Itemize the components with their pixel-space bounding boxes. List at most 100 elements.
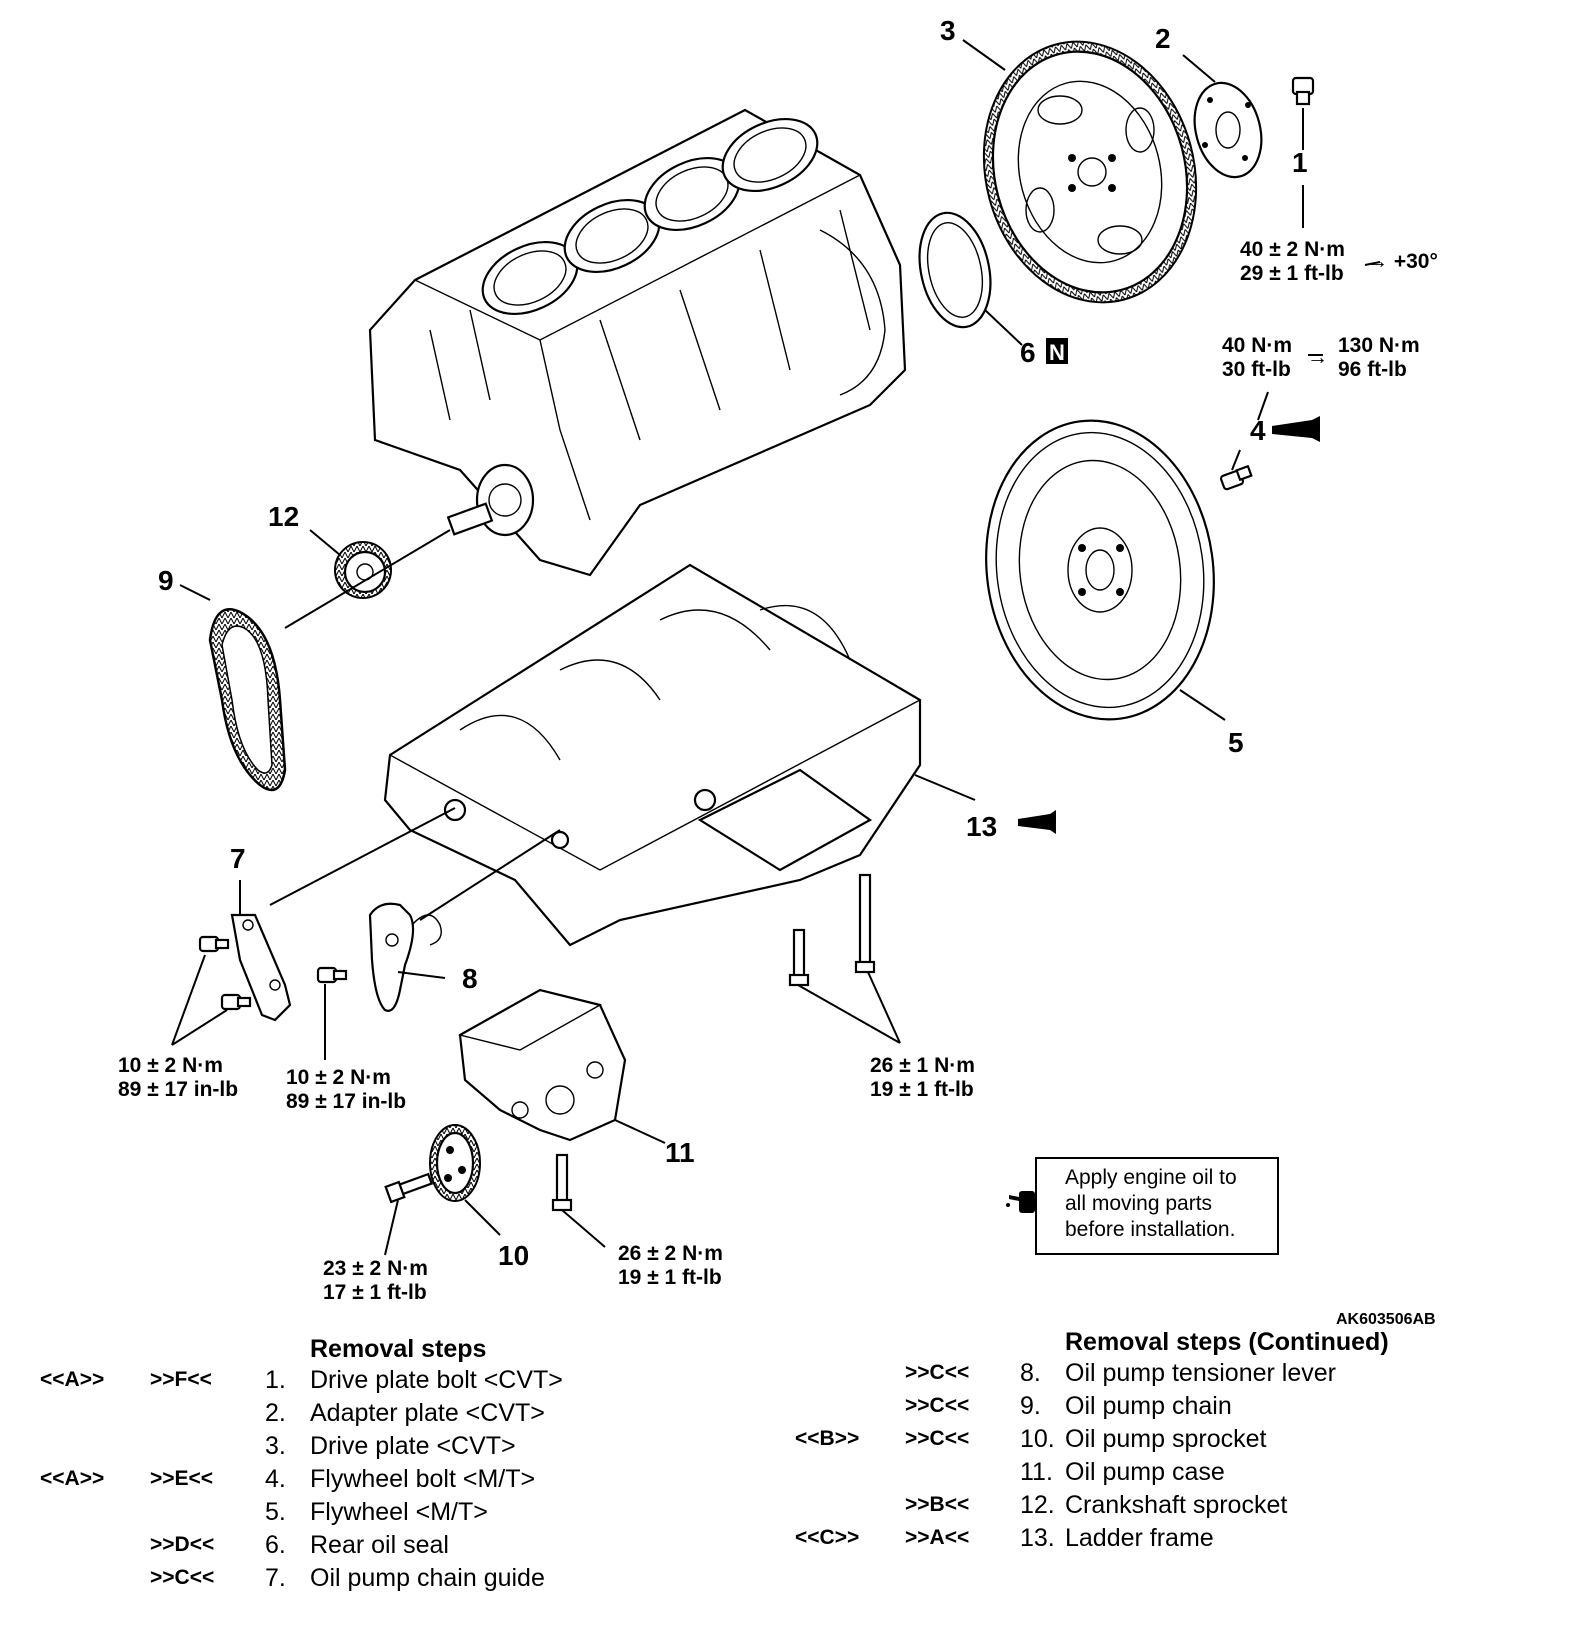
leader-lines — [171, 39, 1381, 1256]
torque-8-line2: 89 ± 17 in-lb — [286, 1090, 406, 1113]
step-install-code: >>B<< — [905, 1493, 970, 1516]
step-label: Drive plate bolt <CVT> — [310, 1366, 563, 1394]
drive-plate-bolt — [1291, 76, 1315, 106]
torque-10-line1: 23 ± 2 N·m — [323, 1257, 428, 1280]
step-install-code: >>F<< — [150, 1368, 212, 1391]
cylinder-block — [368, 108, 907, 577]
removal-left-step-2: 2. Adapter plate <CVT> — [40, 1398, 600, 1428]
torque-8-line1: 10 ± 2 N·m — [286, 1066, 391, 1089]
torque-11-line2: 19 ± 1 ft-lb — [618, 1266, 722, 1289]
removal-steps-title: Removal steps — [310, 1335, 487, 1363]
step-install-code: >>C<< — [905, 1427, 970, 1450]
step-number: 10. — [1020, 1425, 1055, 1453]
torque-4-arrow: → — [1307, 346, 1328, 369]
step-number: 9. — [1020, 1392, 1041, 1420]
step-number: 5. — [265, 1498, 286, 1526]
step-install-code: >>C<< — [150, 1566, 215, 1589]
step-number: 12. — [1020, 1491, 1055, 1519]
step-install-code: >>E<< — [150, 1467, 214, 1490]
step-number: 13. — [1020, 1524, 1055, 1552]
torque-4-final-ftlb: 96 ft-lb — [1338, 358, 1407, 381]
engine-oil-note: Apply engine oil to all moving parts bef… — [1035, 1157, 1279, 1255]
new-part-badge-letter: N — [1049, 340, 1065, 365]
step-label: Oil pump chain guide — [310, 1564, 545, 1592]
step-label: Oil pump sprocket — [1065, 1425, 1267, 1453]
ladder-frame — [383, 563, 922, 947]
step-number: 2. — [265, 1399, 286, 1427]
removal-right-step-2: >>C<<9.Oil pump chain — [795, 1391, 1435, 1421]
step-number: 7. — [265, 1564, 286, 1592]
rear-oil-seal — [918, 211, 992, 329]
crankshaft-sprocket — [334, 541, 392, 599]
step-service-code: <<C>> — [795, 1526, 860, 1549]
torque-13-line2: 19 ± 1 ft-lb — [870, 1078, 974, 1101]
step-number: 11. — [1020, 1458, 1053, 1486]
torque-1-line1: 40 ± 2 N·m — [1240, 238, 1345, 261]
step-label: Ladder frame — [1065, 1524, 1214, 1552]
torque-4-first-ftlb: 30 ft-lb — [1222, 358, 1291, 381]
removal-right-step-6: <<C>> >>A<< 13. Ladder frame — [795, 1523, 1435, 1553]
step-label: Flywheel bolt <M/T> — [310, 1465, 536, 1493]
callout-11: 11 — [665, 1137, 695, 1168]
removal-steps-left: Removal steps <<A>>>>F<<1.Drive plate bo… — [40, 1335, 600, 1615]
step-service-code: <<B>> — [795, 1427, 860, 1450]
callout-2: 2 — [1155, 23, 1171, 54]
drive-plate — [982, 40, 1198, 304]
step-label: Flywheel <M/T> — [310, 1498, 488, 1526]
removal-steps-continued-title: Removal steps (Continued) — [1065, 1328, 1389, 1356]
removal-right-step-4: 11. Oil pump case — [795, 1457, 1435, 1487]
callout-13: 13 — [966, 811, 997, 842]
oil-can-icon — [1006, 1191, 1035, 1213]
step-label: Oil pump case — [1065, 1458, 1225, 1486]
flywheel-bolt — [1219, 464, 1253, 491]
torque-4-first-nm: 40 N·m — [1222, 334, 1292, 357]
oil-pump-sprocket — [429, 1124, 481, 1202]
step-install-code: >>A<< — [905, 1526, 970, 1549]
step-install-code: >>C<< — [905, 1361, 970, 1384]
removal-left-step-1: <<A>>>>F<<1.Drive plate bolt <CVT> — [40, 1365, 600, 1395]
step-number: 3. — [265, 1432, 286, 1460]
step-label: Rear oil seal — [310, 1531, 449, 1559]
removal-left-step-6: >>D<< 6. Rear oil seal — [40, 1530, 600, 1560]
step-label: Oil pump tensioner lever — [1065, 1359, 1336, 1387]
callout-6: 6 — [1020, 337, 1036, 368]
callout-9: 9 — [158, 565, 174, 596]
note-line-1: Apply engine oil to — [1065, 1166, 1237, 1189]
callout-7: 7 — [230, 843, 246, 874]
torque-7-line2: 89 ± 17 in-lb — [118, 1078, 238, 1101]
note-line-3: before installation. — [1065, 1218, 1236, 1241]
step-install-code: >>D<< — [150, 1533, 215, 1556]
torque-4-final-nm: 130 N·m — [1338, 334, 1420, 357]
flywheel — [985, 419, 1215, 721]
removal-right-step-3: <<B>> >>C<< 10. Oil pump sprocket — [795, 1424, 1435, 1454]
step-install-code: >>C<< — [905, 1394, 970, 1417]
step-label: Drive plate <CVT> — [310, 1432, 516, 1460]
removal-left-step-7: >>C<< 7. Oil pump chain guide — [40, 1563, 600, 1593]
torque-7-line1: 10 ± 2 N·m — [118, 1054, 223, 1077]
step-number: 6. — [265, 1531, 286, 1559]
chain-guide-bolts — [198, 935, 252, 1011]
callout-10: 10 — [498, 1240, 529, 1271]
step-service-code: <<A>> — [40, 1368, 105, 1391]
note-line-2: all moving parts — [1065, 1192, 1213, 1215]
oil-pump-chain-guide — [230, 913, 292, 1022]
bolt-symbol-13 — [1018, 810, 1056, 834]
callout-3: 3 — [940, 15, 956, 46]
removal-right-step-5: >>B<<12.Crankshaft sprocket — [795, 1490, 1435, 1520]
oil-pump-case — [458, 988, 627, 1142]
removal-left-step-4: <<A>>>>E<<4.Flywheel bolt <M/T> — [40, 1464, 600, 1494]
oil-pump-tensioner-lever — [316, 902, 442, 1012]
step-number: 8. — [1020, 1359, 1041, 1387]
torque-13-line1: 26 ± 1 N·m — [870, 1054, 975, 1077]
torque-11-line1: 26 ± 2 N·m — [618, 1242, 723, 1265]
figure-id: AK603506AB — [1336, 1311, 1436, 1328]
callout-1: 1 — [1292, 147, 1308, 178]
removal-left-step-5: 5. Flywheel <M/T> — [40, 1497, 600, 1527]
step-label: Adapter plate <CVT> — [310, 1399, 545, 1427]
new-part-badge: N — [1046, 338, 1068, 365]
adapter-plate — [1193, 81, 1263, 179]
torque-1-angle: → +30° — [1367, 250, 1438, 273]
torque-10-line2: 17 ± 1 ft-lb — [323, 1281, 427, 1304]
removal-right-step-1: >>C<< 8. Oil pump tensioner lever — [795, 1358, 1435, 1388]
